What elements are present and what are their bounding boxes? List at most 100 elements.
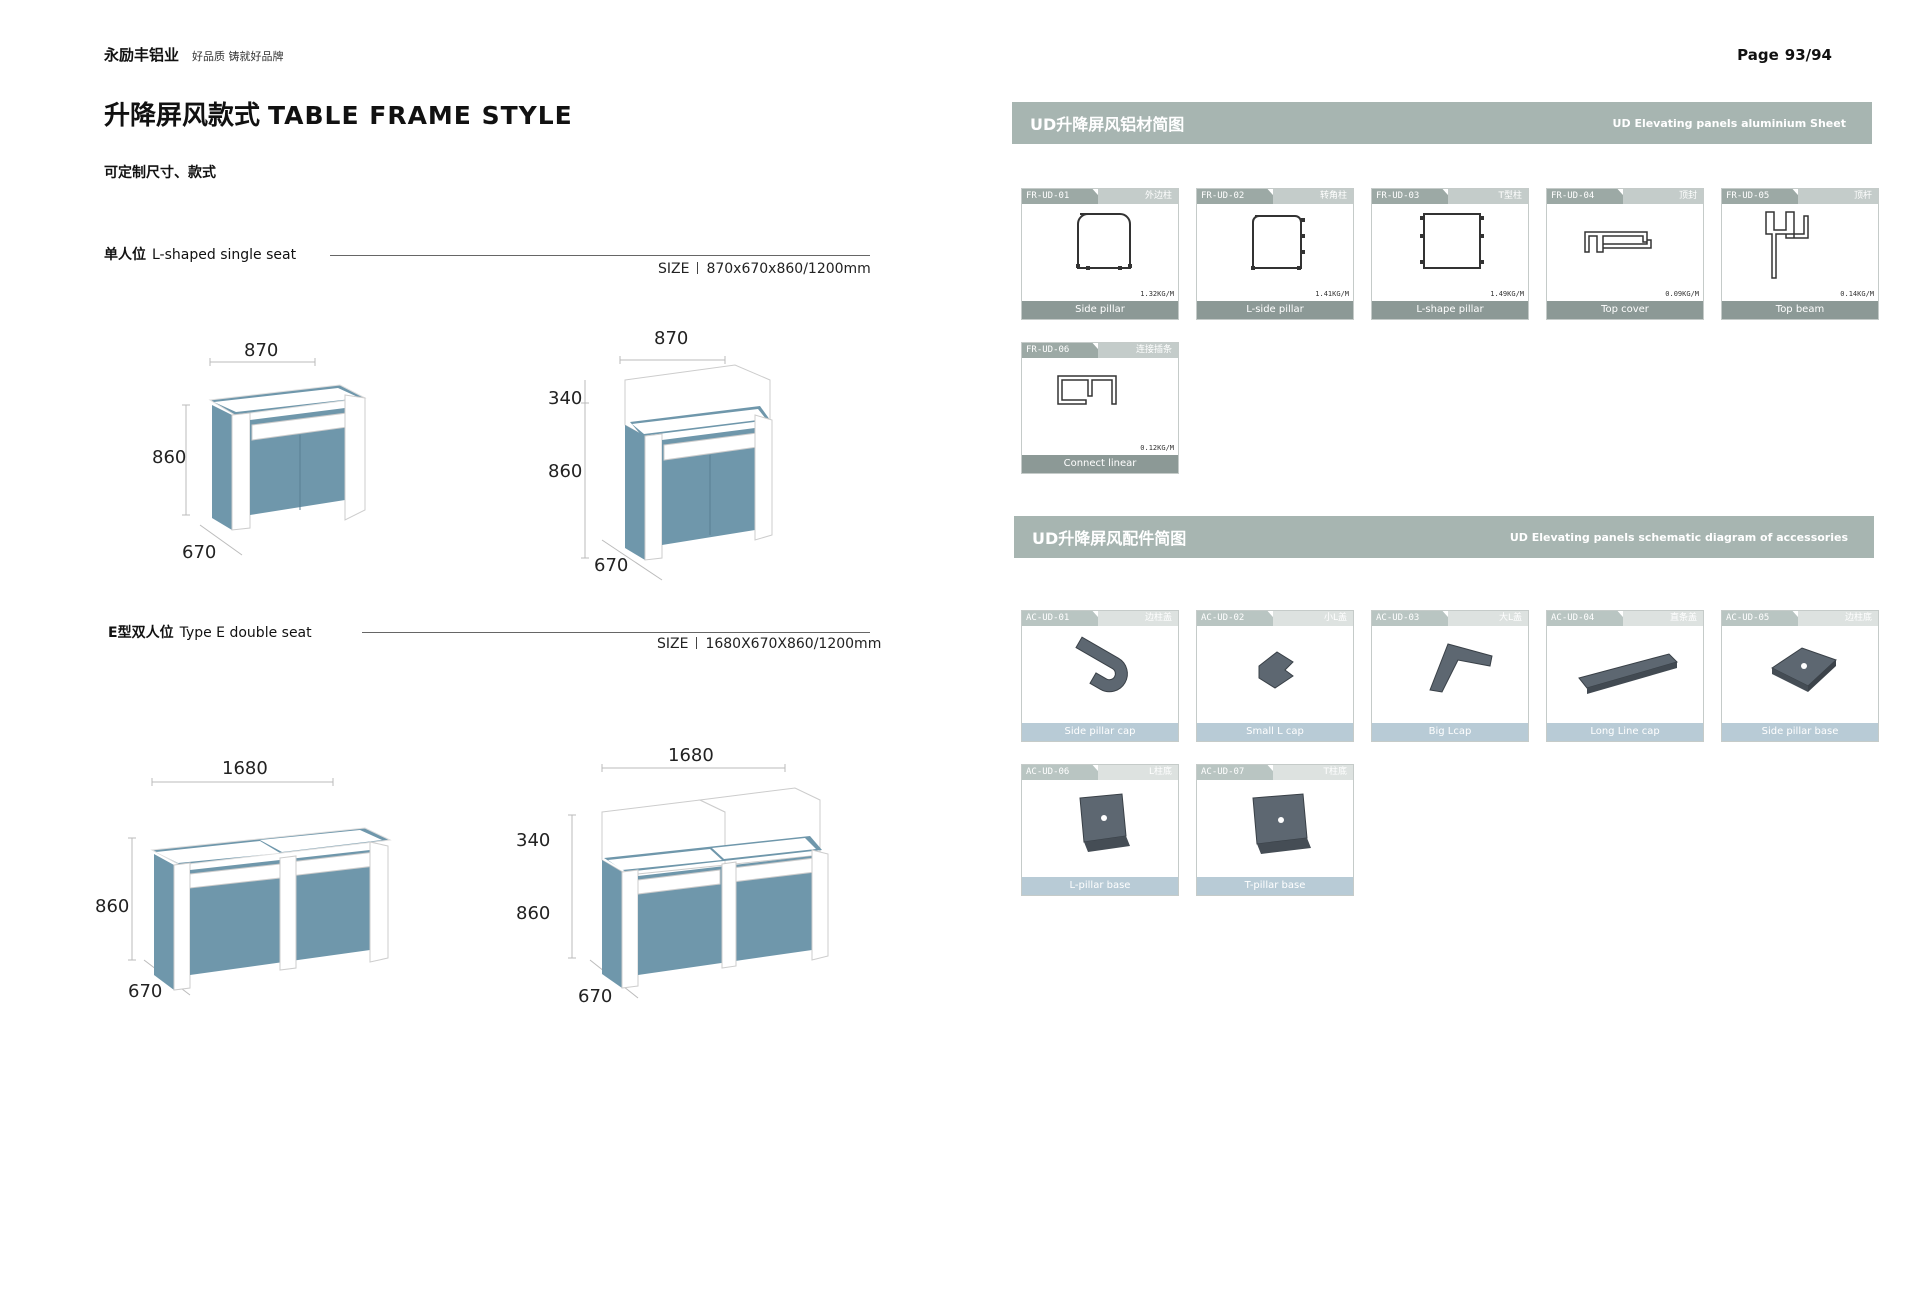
part-name-en: Side pillar cap xyxy=(1022,723,1178,741)
dimension-height: 860 xyxy=(548,461,583,482)
l-side-pillar-profile-icon xyxy=(1251,215,1305,270)
top-cover-profile-icon xyxy=(1584,231,1652,253)
size-separator xyxy=(696,637,698,649)
dimension-depth: 670 xyxy=(182,542,217,563)
side-pillar-base-icon xyxy=(1771,647,1837,692)
dimension-screen-height: 340 xyxy=(548,388,583,409)
brand-slogan: 好品质 铸就好品牌 xyxy=(192,50,284,63)
dimension-height: 860 xyxy=(95,896,130,917)
part-name-cn: 边柱底 xyxy=(1798,611,1878,626)
part-name-cn: 边柱盖 xyxy=(1098,611,1178,626)
double-seat-label-en: Type E double seat xyxy=(179,625,312,641)
accessory-section-header: UD升降屏风配件简图 UD Elevating panels schematic… xyxy=(1014,516,1874,558)
top-beam-profile-icon xyxy=(1765,211,1809,279)
part-code: FR-UD-05 xyxy=(1722,189,1806,204)
double-seat-label: E型双人位 Type E double seat xyxy=(108,622,312,642)
big-l-cap-icon xyxy=(1429,643,1493,693)
double-seat-label-cn: E型双人位 xyxy=(108,625,174,641)
part-code: AC-UD-02 xyxy=(1197,611,1281,626)
dimension-width: 1680 xyxy=(668,745,714,766)
part-name-en: Side pillar xyxy=(1022,301,1178,319)
part-name-en: L-shape pillar xyxy=(1372,301,1528,319)
part-name-en: T-pillar base xyxy=(1197,877,1353,895)
part-name-cn: 外边柱 xyxy=(1098,189,1178,204)
part-name-cn: 顶封 xyxy=(1623,189,1703,204)
double-seat-divider xyxy=(362,632,870,633)
side-pillar-profile-icon xyxy=(1076,213,1132,270)
part-weight: 1.41KG/M xyxy=(1315,290,1349,298)
part-name-cn: 小L盖 xyxy=(1273,611,1353,626)
part-code: AC-UD-04 xyxy=(1547,611,1631,626)
dimension-width: 870 xyxy=(654,328,689,349)
l-shape-pillar-profile-icon xyxy=(1420,213,1484,269)
part-weight: 0.09KG/M xyxy=(1665,290,1699,298)
part-code: AC-UD-06 xyxy=(1022,765,1106,780)
dimension-width: 870 xyxy=(244,340,279,361)
single-seat-screen-desk-illustration xyxy=(581,356,773,581)
single-seat-divider xyxy=(330,255,870,256)
dimension-height: 860 xyxy=(516,903,551,924)
part-name-en: Big Lcap xyxy=(1372,723,1528,741)
dimension-width: 1680 xyxy=(222,758,268,779)
page-subtitle: 可定制尺寸、款式 xyxy=(104,165,216,181)
part-name-cn: L柱底 xyxy=(1098,765,1178,780)
part-code: FR-UD-02 xyxy=(1197,189,1281,204)
page-title-cn: 升降屏风款式 xyxy=(104,101,261,131)
single-seat-size-value: 870x670x860/1200mm xyxy=(706,261,871,277)
part-name-cn: T型柱 xyxy=(1448,189,1528,204)
single-seat-label-en: L-shaped single seat xyxy=(152,247,297,263)
small-l-cap-icon xyxy=(1258,651,1294,689)
part-code: AC-UD-03 xyxy=(1372,611,1456,626)
t-pillar-base-icon xyxy=(1252,793,1311,854)
part-name-en: Top beam xyxy=(1722,301,1878,319)
dimension-depth: 670 xyxy=(594,555,629,576)
double-seat-screen-desk-illustration xyxy=(568,764,829,999)
part-code: AC-UD-01 xyxy=(1022,611,1106,626)
aluminium-section-title-cn: UD升降屏风铝材简图 xyxy=(1030,115,1185,134)
part-name-en: L-side pillar xyxy=(1197,301,1353,319)
accessory-section-title-en: UD Elevating panels schematic diagram of… xyxy=(1509,530,1848,544)
dimension-height: 860 xyxy=(152,447,187,468)
part-weight: 1.32KG/M xyxy=(1140,290,1174,298)
single-seat-label-cn: 单人位 xyxy=(104,247,146,263)
part-code: AC-UD-05 xyxy=(1722,611,1806,626)
brand-name: 永励丰铝业 xyxy=(104,46,180,64)
part-code: FR-UD-03 xyxy=(1372,189,1456,204)
accessory-section-title-cn: UD升降屏风配件简图 xyxy=(1032,529,1187,548)
single-seat-label: 单人位 L-shaped single seat xyxy=(104,244,296,264)
part-code: AC-UD-07 xyxy=(1197,765,1281,780)
part-name-en: Top cover xyxy=(1547,301,1703,319)
aluminium-section-title-en: UD Elevating panels aluminium Sheet xyxy=(1612,116,1846,130)
part-code: FR-UD-04 xyxy=(1547,189,1631,204)
part-name-cn: T柱底 xyxy=(1273,765,1353,780)
size-separator xyxy=(697,262,699,274)
part-name-cn: 连接插条 xyxy=(1098,343,1178,358)
single-seat-desk-illustration xyxy=(182,358,367,556)
page-number: 93/94 xyxy=(1784,46,1832,64)
part-code: FR-UD-01 xyxy=(1022,189,1106,204)
long-line-cap-icon xyxy=(1578,653,1678,694)
part-name-en: L-pillar base xyxy=(1022,877,1178,895)
connect-linear-profile-icon xyxy=(1057,375,1117,405)
dimension-depth: 670 xyxy=(578,986,613,1007)
single-seat-size-label: SIZE xyxy=(658,261,690,277)
part-weight: 0.14KG/M xyxy=(1840,290,1874,298)
part-name-en: Small L cap xyxy=(1197,723,1353,741)
double-seat-size-label: SIZE xyxy=(657,636,689,652)
dimension-depth: 670 xyxy=(128,981,163,1002)
part-name-en: Long Line cap xyxy=(1547,723,1703,741)
part-name-cn: 顶杆 xyxy=(1798,189,1878,204)
